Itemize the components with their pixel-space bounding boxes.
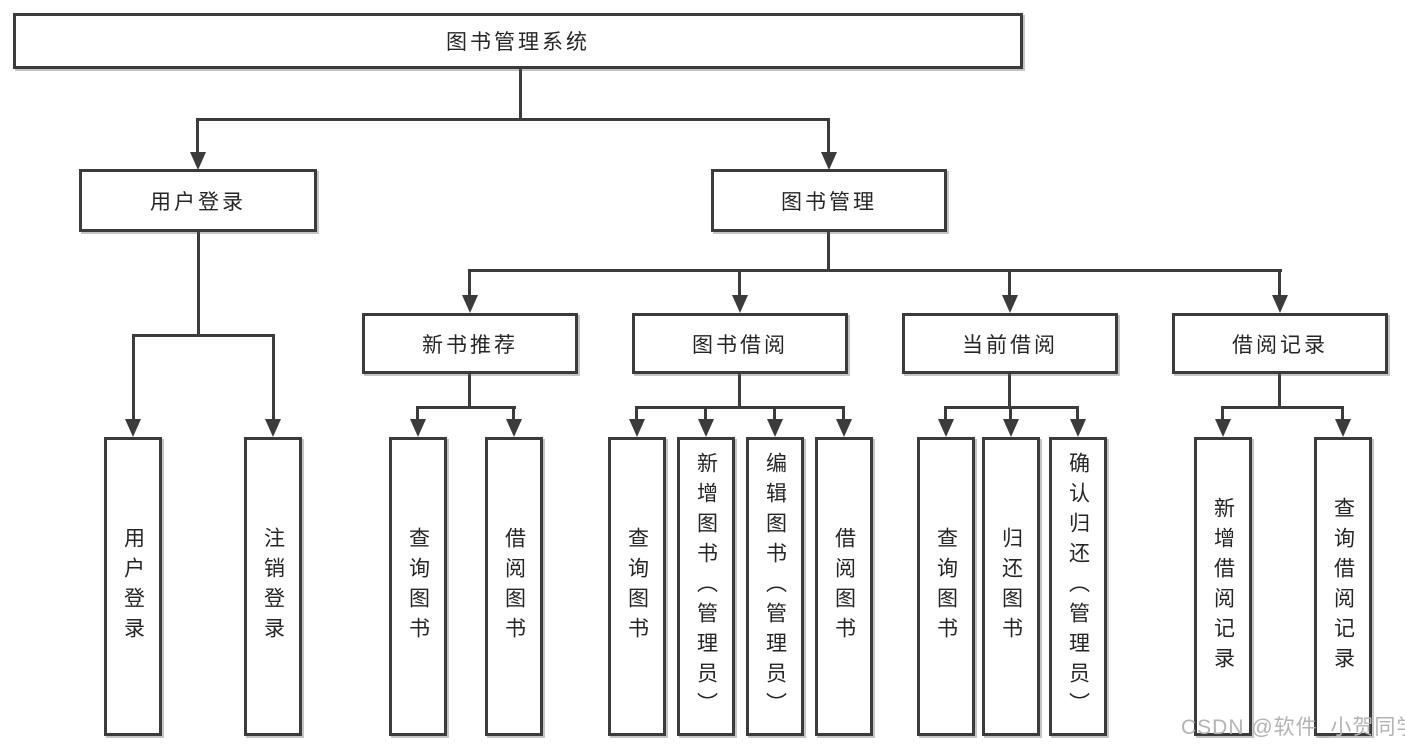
node-borrow-records: 借阅记录 bbox=[1172, 313, 1388, 374]
node-label: 图书借阅 bbox=[692, 333, 788, 357]
connector-user-login-trunk bbox=[197, 230, 200, 336]
arrow-down-icon bbox=[698, 419, 714, 437]
node-label: 图书管理系统 bbox=[446, 31, 590, 54]
arrow-down-icon bbox=[821, 152, 837, 170]
connector-current-borrow-trunk bbox=[1008, 372, 1011, 409]
node-label: 图书管理 bbox=[781, 190, 877, 214]
node-label: 新书推荐 bbox=[422, 333, 518, 357]
connector-user-login-rail bbox=[132, 334, 275, 337]
leaf-current-confirm-return-admin: 确认归还（管理员） bbox=[1049, 437, 1107, 736]
connector-stem bbox=[944, 406, 947, 421]
connector-level2-rail bbox=[197, 118, 830, 121]
connector-stem bbox=[773, 406, 776, 421]
connector-stem-book-borrow bbox=[738, 269, 741, 297]
connector-stem-new-book bbox=[468, 269, 471, 297]
connector-root-trunk bbox=[519, 66, 522, 121]
arrow-down-icon bbox=[1070, 419, 1086, 437]
arrow-down-icon bbox=[1002, 295, 1018, 313]
leaf-borrow-edit-books-admin: 编辑图书（管理员） bbox=[746, 437, 804, 736]
leaf-current-return-books: 归还图书 bbox=[982, 437, 1040, 736]
node-current-borrow: 当前借阅 bbox=[902, 313, 1118, 374]
node-label: 借阅图书 bbox=[502, 526, 526, 647]
connector-stem-current-borrow bbox=[1008, 269, 1011, 297]
node-new-book-recommend: 新书推荐 bbox=[362, 313, 578, 374]
leaf-borrow-borrow-books: 借阅图书 bbox=[815, 437, 873, 736]
arrow-down-icon bbox=[1335, 419, 1351, 437]
connector-stem-borrow-records bbox=[1278, 269, 1281, 297]
node-label: 编辑图书（管理员） bbox=[763, 451, 787, 722]
leaf-logout: 注销登录 bbox=[244, 437, 302, 736]
leaf-borrow-query-books: 查询图书 bbox=[608, 437, 666, 736]
node-root-library-system: 图书管理系统 bbox=[13, 13, 1023, 69]
node-label: 当前借阅 bbox=[962, 333, 1058, 357]
arrow-down-icon bbox=[410, 419, 426, 437]
node-book-management: 图书管理 bbox=[711, 169, 947, 232]
arrow-down-icon bbox=[190, 152, 206, 170]
connector-borrow-records-rail bbox=[1221, 406, 1344, 409]
arrow-down-icon bbox=[1003, 419, 1019, 437]
node-label: 注销登录 bbox=[261, 526, 285, 647]
node-label: 新增借阅记录 bbox=[1211, 496, 1235, 677]
leaf-user-login: 用户登录 bbox=[104, 437, 162, 736]
csdn-watermark: CSDN @软件_小贺同学 bbox=[1181, 716, 1405, 739]
connector-stem bbox=[704, 406, 707, 421]
connector-stem bbox=[512, 406, 515, 421]
node-label: 用户登录 bbox=[150, 190, 246, 214]
node-label: 查询图书 bbox=[625, 526, 649, 647]
connector-borrow-records-trunk bbox=[1278, 372, 1281, 409]
node-label: 查询借阅记录 bbox=[1331, 496, 1355, 677]
node-label: 确认归还（管理员） bbox=[1066, 451, 1090, 722]
connector-stem bbox=[1221, 406, 1224, 421]
arrow-down-icon bbox=[265, 419, 281, 437]
connector-stem-leaf-user-login bbox=[132, 334, 135, 421]
arrow-down-icon bbox=[767, 419, 783, 437]
connector-stem bbox=[1341, 406, 1344, 421]
arrow-down-icon bbox=[836, 419, 852, 437]
connector-stem bbox=[842, 406, 845, 421]
arrow-down-icon bbox=[938, 419, 954, 437]
leaf-newbook-borrow-books: 借阅图书 bbox=[485, 437, 543, 736]
node-user-login: 用户登录 bbox=[79, 169, 317, 232]
arrow-down-icon bbox=[506, 419, 522, 437]
connector-stem-user-login bbox=[196, 118, 199, 154]
node-label: 归还图书 bbox=[999, 526, 1023, 647]
arrow-down-icon bbox=[462, 295, 478, 313]
arrow-down-icon bbox=[125, 419, 141, 437]
node-label: 用户登录 bbox=[121, 526, 145, 647]
arrow-down-icon bbox=[1215, 419, 1231, 437]
leaf-records-add-record: 新增借阅记录 bbox=[1194, 437, 1252, 736]
connector-stem bbox=[635, 406, 638, 421]
arrow-down-icon bbox=[732, 295, 748, 313]
connector-book-borrow-trunk bbox=[738, 372, 741, 409]
node-label: 查询图书 bbox=[406, 526, 430, 647]
leaf-current-query-books: 查询图书 bbox=[917, 437, 975, 736]
node-label: 新增图书（管理员） bbox=[694, 451, 718, 722]
connector-new-book-rail bbox=[416, 406, 516, 409]
connector-stem bbox=[416, 406, 419, 421]
connector-book-borrow-rail bbox=[635, 406, 845, 409]
node-book-borrow: 图书借阅 bbox=[632, 313, 848, 374]
connector-stem-book-management bbox=[827, 118, 830, 154]
arrow-down-icon bbox=[629, 419, 645, 437]
node-label: 借阅记录 bbox=[1232, 333, 1328, 357]
connector-stem bbox=[1076, 406, 1079, 421]
leaf-records-query-record: 查询借阅记录 bbox=[1314, 437, 1372, 736]
connector-stem-leaf-logout bbox=[272, 334, 275, 421]
leaf-borrow-add-books-admin: 新增图书（管理员） bbox=[677, 437, 735, 736]
connector-book-management-trunk bbox=[827, 230, 830, 272]
connector-new-book-trunk bbox=[468, 372, 471, 409]
leaf-newbook-query-books: 查询图书 bbox=[389, 437, 447, 736]
arrow-down-icon bbox=[1272, 295, 1288, 313]
connector-stem bbox=[1009, 406, 1012, 421]
node-label: 借阅图书 bbox=[832, 526, 856, 647]
node-label: 查询图书 bbox=[934, 526, 958, 647]
connector-level3-rail bbox=[468, 269, 1282, 272]
